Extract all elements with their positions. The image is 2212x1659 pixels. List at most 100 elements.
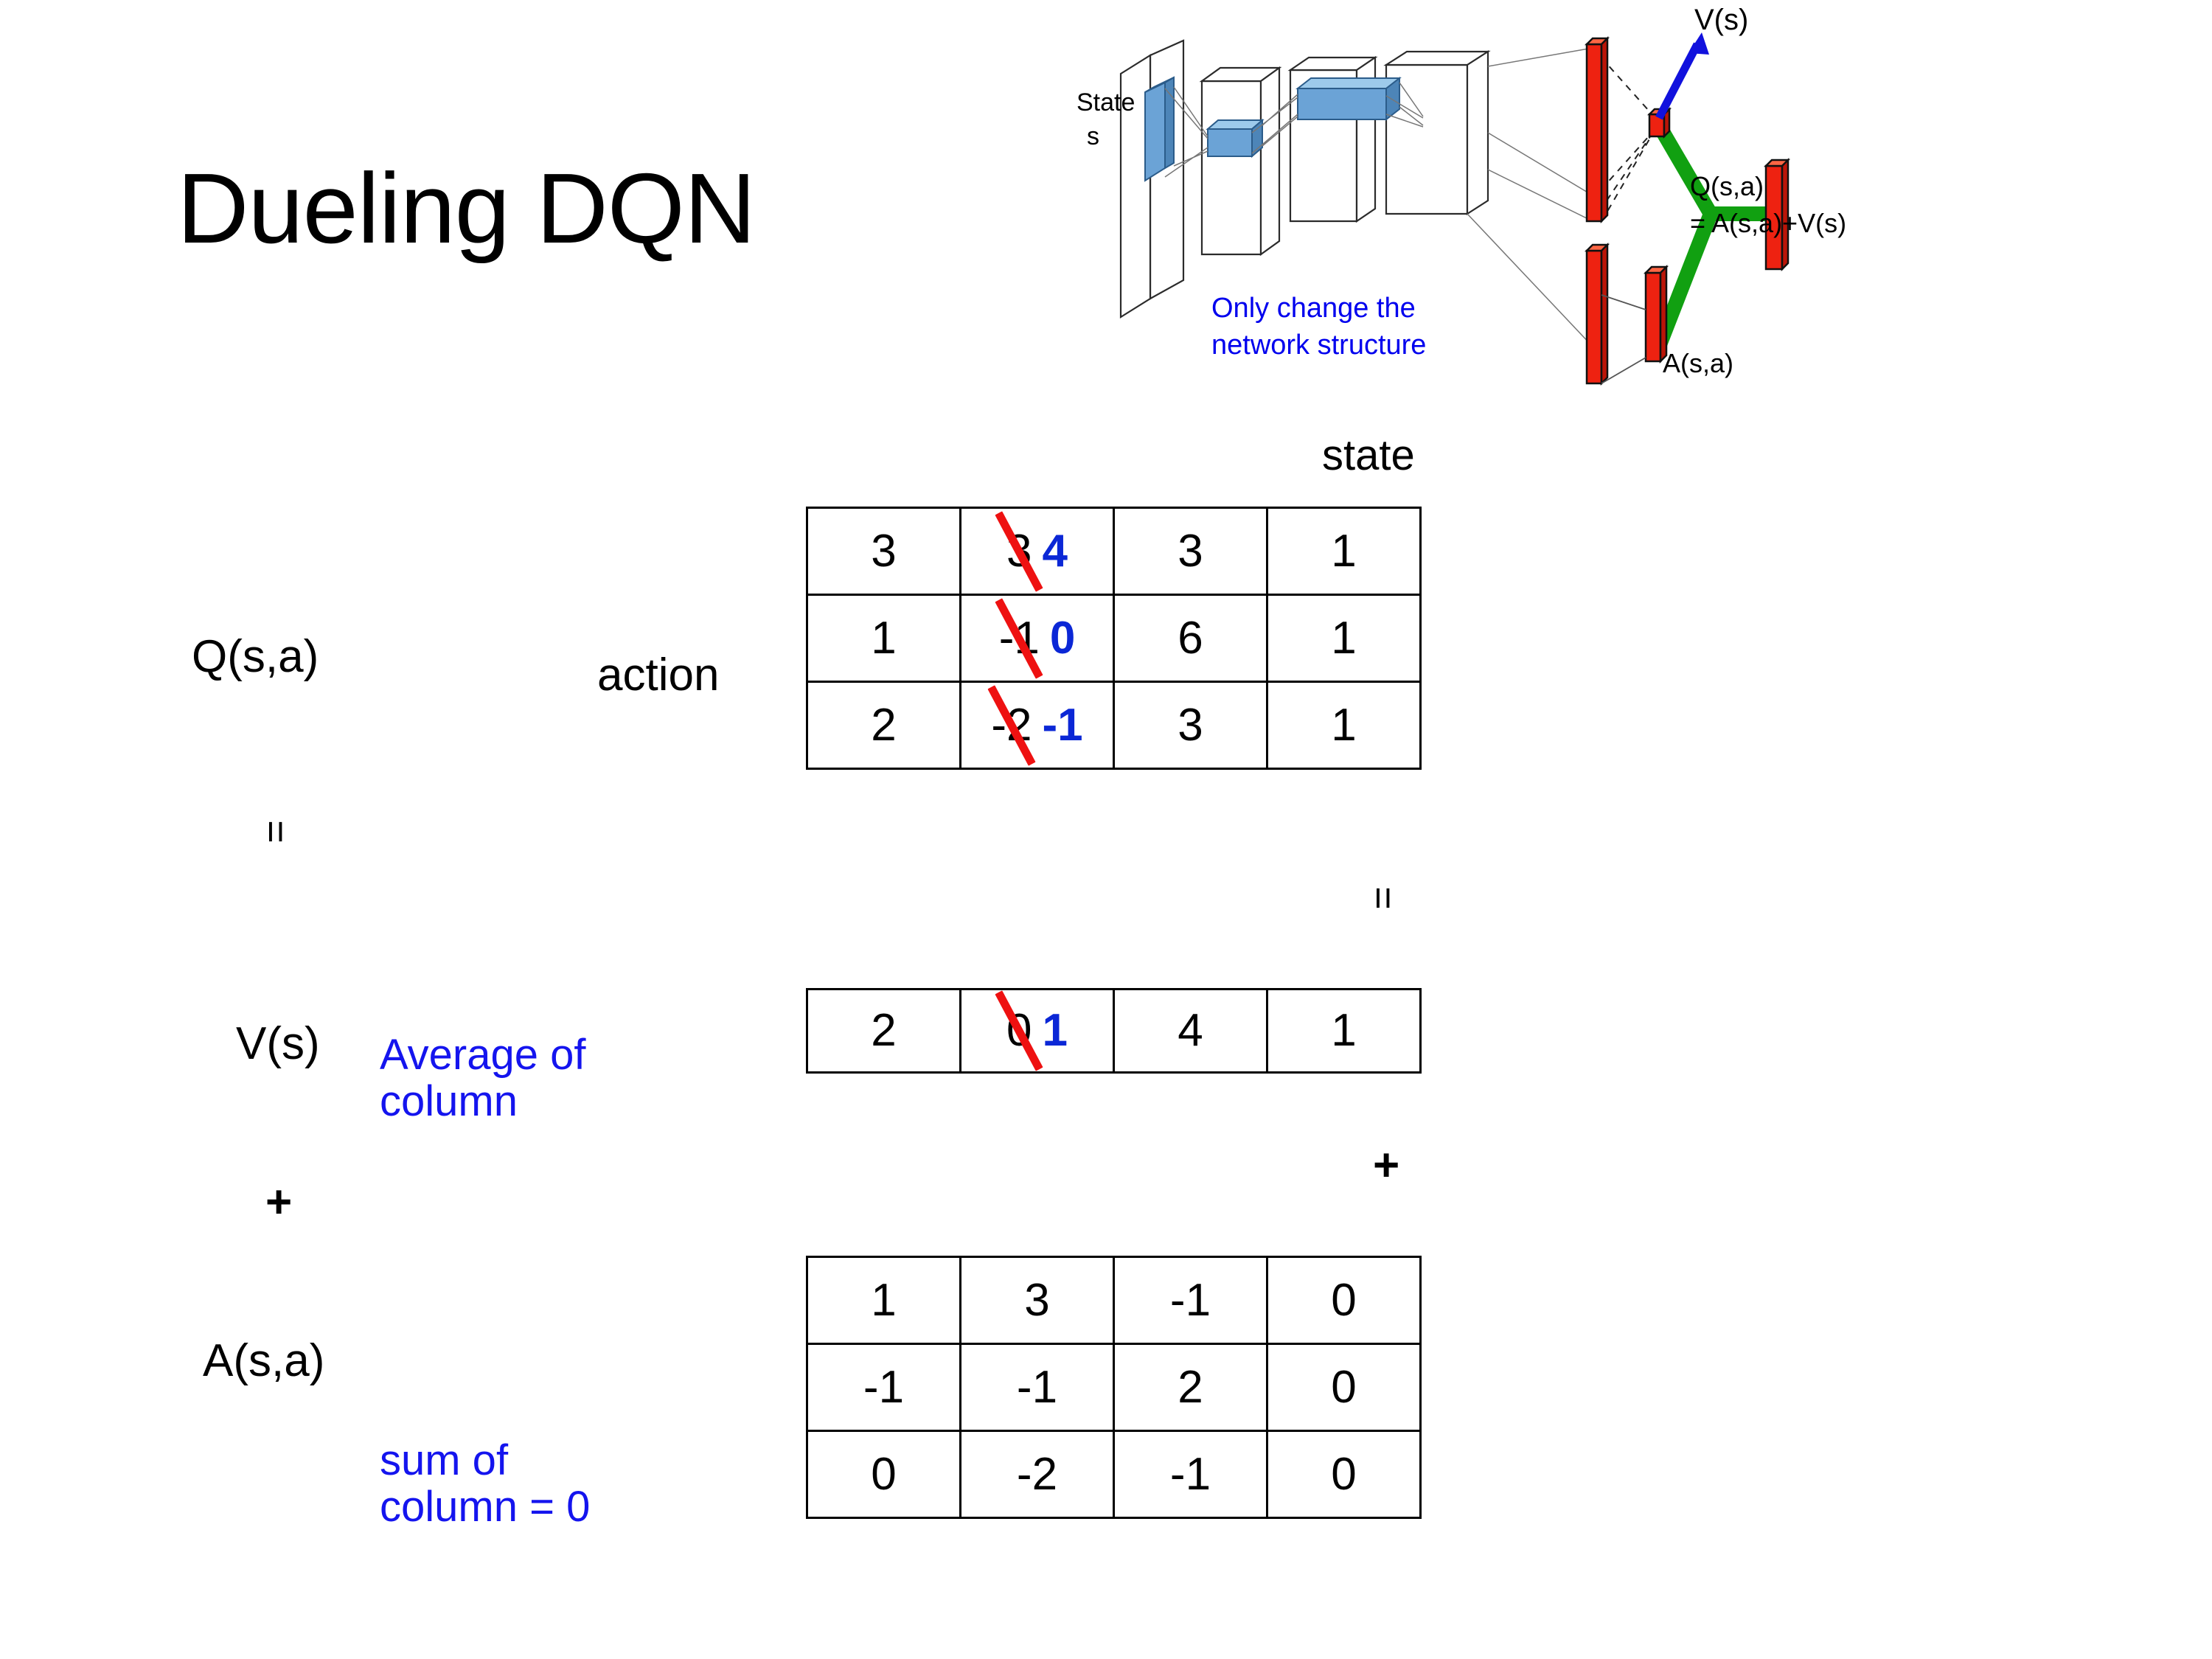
table-cell: -1 — [959, 1343, 1115, 1432]
cell-content: 3 — [1115, 683, 1266, 768]
strikethrough-mark — [995, 510, 1043, 592]
table-cell: 1 — [806, 594, 961, 683]
cell-content: -1 — [1115, 1258, 1266, 1343]
struck-value: -2 — [987, 684, 1036, 766]
cell-content: -1 — [961, 1345, 1113, 1430]
table-cell: 1 — [1266, 988, 1422, 1074]
table-cell: 01 — [959, 988, 1115, 1074]
q-function-label: Q(s,a) — [192, 631, 319, 682]
strikethrough-mark — [995, 990, 1043, 1071]
table-cell: -1 — [1113, 1430, 1268, 1519]
table-cell: 3 — [806, 507, 961, 596]
cell-content: 34 — [961, 509, 1113, 594]
cell-content: 2 — [808, 990, 959, 1071]
cell-value: 6 — [1178, 612, 1203, 664]
cell-value: 0 — [1331, 1274, 1357, 1326]
a-output-label: A(s,a) — [1663, 348, 1733, 378]
cell-content: 1 — [1268, 596, 1419, 681]
replacement-value: 0 — [1049, 612, 1076, 664]
cell-value: 2 — [871, 699, 897, 751]
v-value-table: 20141 — [806, 988, 1422, 1074]
cell-content: 6 — [1115, 596, 1266, 681]
sum-note-line2: column = 0 — [380, 1482, 591, 1531]
plus-sign-middle: + — [1373, 1140, 1400, 1191]
q-output-label-line2: = A(s,a)+V(s) — [1690, 208, 1846, 238]
table-row: 2 -2-1 3 1 — [806, 681, 1422, 770]
cell-content: -1 — [808, 1345, 959, 1430]
cell-value: -1 — [1016, 1361, 1058, 1413]
cell-content: 0 — [1268, 1345, 1419, 1430]
cell-value: 2 — [871, 1005, 897, 1056]
cell-value: 3 — [1178, 525, 1203, 577]
average-note-line2: column — [380, 1077, 518, 1125]
cell-content: 0 — [808, 1432, 959, 1517]
table-cell: 4 — [1113, 988, 1268, 1074]
equals-sign-middle: = — [1360, 886, 1405, 907]
state-axis-label: state — [1322, 431, 1415, 479]
state-label-line1: State — [1077, 88, 1135, 116]
sum-of-column-note: sum of column = 0 — [380, 1436, 591, 1531]
table-cell: 2 — [1113, 1343, 1268, 1432]
cell-value: 1 — [1331, 612, 1357, 664]
table-cell: 0 — [1266, 1256, 1422, 1345]
v-table-body: 20141 — [806, 988, 1422, 1074]
q-output-label-line1: Q(s,a) — [1690, 171, 1764, 201]
v-function-label: V(s) — [236, 1018, 320, 1069]
average-of-column-note: Average of column — [380, 1032, 585, 1124]
dueling-network-diagram: State s V(s) Q(s,a) = A(s,a)+V(s) A(s,a)… — [1077, 0, 2212, 413]
cell-content: 1 — [808, 596, 959, 681]
cell-content: -10 — [961, 596, 1113, 681]
table-cell: 0 — [1266, 1343, 1422, 1432]
cell-content: -2-1 — [961, 683, 1113, 768]
cell-value: 0 — [871, 1448, 897, 1500]
cell-value: 3 — [1024, 1274, 1050, 1326]
table-cell: 0 — [1266, 1430, 1422, 1519]
cell-content: -1 — [1115, 1432, 1266, 1517]
cell-value: 3 — [1178, 699, 1203, 751]
cell-value: 1 — [1331, 1005, 1357, 1056]
equals-sign-left: = — [253, 820, 298, 841]
table-cell: -1 — [1113, 1256, 1268, 1345]
cell-value: 0 — [1331, 1448, 1357, 1500]
cell-content: 3 — [808, 509, 959, 594]
struck-value: 3 — [995, 510, 1043, 592]
cell-content: 2 — [808, 683, 959, 768]
cell-value: 1 — [1331, 525, 1357, 577]
table-cell: -2-1 — [959, 681, 1115, 770]
table-cell: 1 — [1266, 681, 1422, 770]
table-cell: 3 — [959, 1256, 1115, 1345]
table-cell: 3 — [1113, 681, 1268, 770]
cell-content: 1 — [1268, 509, 1419, 594]
action-axis-label: action — [597, 650, 720, 700]
cell-content: 3 — [961, 1258, 1113, 1343]
cell-content: 4 — [1115, 990, 1266, 1071]
cell-content: 3 — [1115, 509, 1266, 594]
cell-value: 2 — [1178, 1361, 1203, 1413]
cell-content: -2 — [961, 1432, 1113, 1517]
cell-value: 0 — [1331, 1361, 1357, 1413]
network-note-line1: Only change the — [1211, 293, 1416, 324]
plus-sign-left: + — [265, 1177, 293, 1228]
replacement-value: 1 — [1042, 1005, 1068, 1056]
struck-value: 0 — [995, 990, 1043, 1071]
cell-value: 1 — [1331, 699, 1357, 751]
table-cell: 0 — [806, 1430, 961, 1519]
table-row: 1 -10 6 1 — [806, 594, 1422, 683]
cell-value: 1 — [871, 612, 897, 664]
cell-value: -2 — [1016, 1448, 1058, 1500]
state-label-line2: s — [1087, 122, 1099, 150]
cell-value: -1 — [863, 1361, 905, 1413]
replacement-value: -1 — [1042, 699, 1083, 751]
network-note-line2: network structure — [1211, 330, 1426, 361]
cell-value: -1 — [1169, 1448, 1211, 1500]
cell-content: 01 — [961, 990, 1113, 1071]
table-row: 20141 — [806, 988, 1422, 1074]
cell-content: 0 — [1268, 1258, 1419, 1343]
strikethrough-mark — [995, 597, 1043, 679]
table-row: 0 -2 -1 0 — [806, 1430, 1422, 1519]
sum-note-line1: sum of — [380, 1436, 509, 1484]
strikethrough-mark — [987, 684, 1036, 766]
table-cell: 1 — [1266, 507, 1422, 596]
